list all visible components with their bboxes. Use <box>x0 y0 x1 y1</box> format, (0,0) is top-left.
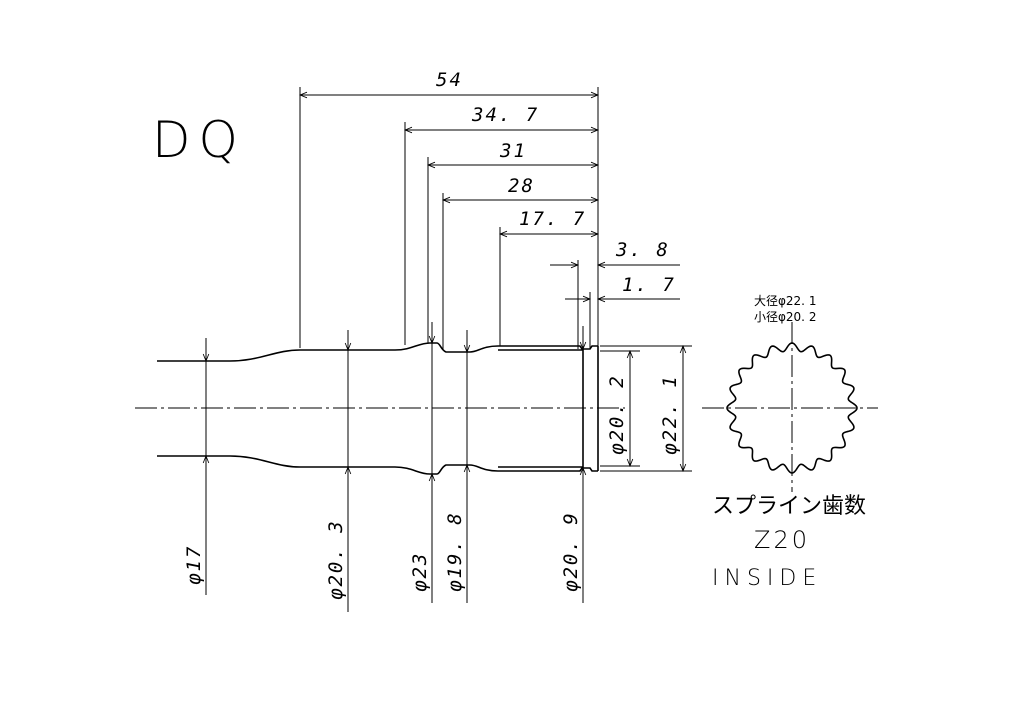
spline-major-diameter: 大径φ22. 1 <box>754 294 816 308</box>
shaft-outline-top <box>157 342 598 362</box>
dim-3-8: 3. 8 <box>550 239 680 265</box>
dim-28: 28 <box>443 175 598 200</box>
dim-dia-17: φ17 <box>183 338 206 595</box>
svg-text:φ17: φ17 <box>183 545 205 585</box>
dim-dia-20-3: φ20. 3 <box>325 330 348 612</box>
dim-dia-22-1: φ22. 1 <box>600 346 692 471</box>
shaft-outline-bottom <box>157 455 598 475</box>
svg-text:3. 8: 3. 8 <box>615 239 670 261</box>
svg-text:φ20. 9: φ20. 9 <box>560 511 582 592</box>
dim-31: 31 <box>428 140 598 165</box>
svg-text:54: 54 <box>436 69 463 91</box>
dim-34-7: 34. 7 <box>405 104 598 130</box>
spline-end-view <box>702 322 878 492</box>
svg-text:φ20. 3: φ20. 3 <box>325 519 347 600</box>
spline-label: スプライン歯数 <box>712 494 866 519</box>
dim-1-7: 1. 7 <box>565 274 680 299</box>
drawing-title: DQ <box>152 111 246 169</box>
dim-17-7: 17. 7 <box>500 208 598 234</box>
svg-text:φ20. 2: φ20. 2 <box>606 374 628 455</box>
svg-text:φ19. 8: φ19. 8 <box>444 511 466 592</box>
svg-text:34. 7: 34. 7 <box>471 104 539 126</box>
spline-profile <box>726 342 858 474</box>
svg-text:φ23: φ23 <box>409 552 431 592</box>
svg-text:17. 7: 17. 7 <box>519 208 586 230</box>
dim-dia-19-8: φ19. 8 <box>444 330 467 603</box>
svg-text:1. 7: 1. 7 <box>622 274 676 296</box>
dim-54: 54 <box>300 69 598 95</box>
svg-text:31: 31 <box>499 140 527 162</box>
dim-dia-20-2: φ20. 2 <box>600 351 640 466</box>
spline-minor-diameter: 小径φ20. 2 <box>754 310 816 324</box>
svg-text:28: 28 <box>508 175 535 197</box>
dim-dia-23: φ23 <box>409 322 432 603</box>
spline-teeth: Z20 <box>754 526 810 554</box>
spline-type: INSIDE <box>712 566 822 591</box>
svg-text:φ22. 1: φ22. 1 <box>659 374 681 455</box>
dim-dia-20-9: φ20. 9 <box>560 326 583 603</box>
